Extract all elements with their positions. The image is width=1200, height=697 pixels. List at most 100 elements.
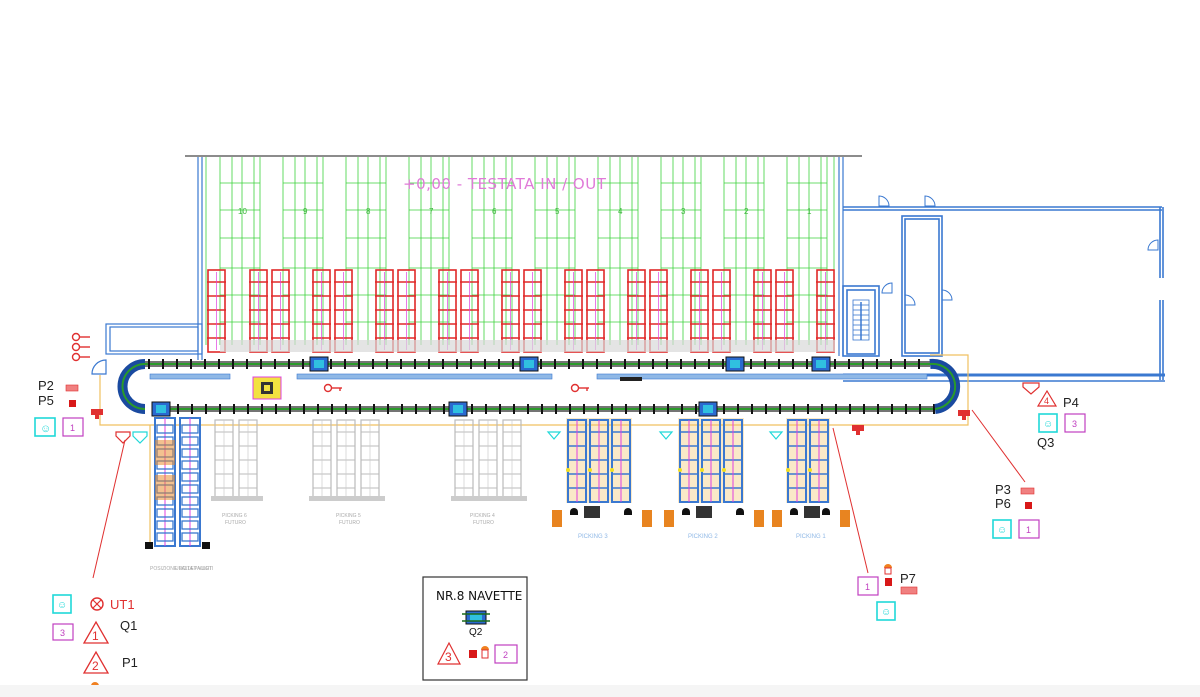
sensor-dot bbox=[588, 468, 592, 472]
future-base bbox=[451, 496, 527, 501]
aisle-number: 7 bbox=[429, 207, 434, 216]
operator-icon: ☺ bbox=[57, 600, 67, 611]
shuttle-vehicles bbox=[151, 356, 831, 417]
green-rack-grid bbox=[205, 157, 835, 345]
picking-5-sub: FUTURO bbox=[339, 520, 360, 526]
quantity-value: 3 bbox=[1072, 419, 1077, 429]
legend-box: NR.8 NAVETTE Q2 3 2 bbox=[422, 576, 528, 681]
triangle-4-num: 4 bbox=[1044, 396, 1049, 406]
operator-icon-box bbox=[876, 601, 896, 621]
red-shuttle-racks bbox=[207, 269, 835, 353]
beacon-icon bbox=[884, 564, 892, 575]
triangle-3-num: 3 bbox=[445, 650, 452, 664]
rack-base-strip bbox=[220, 340, 835, 352]
shuttle-top bbox=[816, 360, 826, 368]
office-building bbox=[842, 206, 1165, 382]
bottom-strip bbox=[0, 685, 1200, 697]
light-icon bbox=[90, 597, 104, 611]
shuttle-top bbox=[730, 360, 740, 368]
sensor-icon bbox=[65, 384, 79, 392]
label-p7: P7 bbox=[900, 571, 916, 586]
sensor-dot bbox=[700, 468, 704, 472]
picking-4-sub: FUTURO bbox=[473, 520, 494, 526]
label-p1: P1 bbox=[122, 655, 138, 670]
pallet bbox=[552, 510, 562, 527]
drawing-title: +0,00 - TESTATA IN / OUT bbox=[403, 175, 607, 193]
emergency-stop-icons bbox=[71, 332, 90, 362]
sensor-dot bbox=[786, 468, 790, 472]
quantity-box bbox=[494, 644, 518, 664]
lane-cell bbox=[181, 484, 199, 494]
future-picking-stations bbox=[211, 419, 527, 501]
label-p6: P6 bbox=[995, 496, 1011, 511]
pallet bbox=[754, 510, 764, 527]
rail-curve-left bbox=[117, 359, 146, 414]
terminal-icon bbox=[804, 506, 820, 518]
operator-icon bbox=[790, 508, 798, 515]
lane-cell bbox=[181, 532, 199, 542]
label-p2: P2 bbox=[38, 378, 54, 393]
sensor-dot bbox=[678, 468, 682, 472]
quantity-value: 3 bbox=[60, 628, 65, 638]
future-base bbox=[309, 496, 385, 501]
picking-6-label: PICKING 6 bbox=[222, 513, 247, 519]
label-p3: P3 bbox=[995, 482, 1011, 497]
aisle-number: 9 bbox=[303, 207, 308, 216]
pallet-note-2: USCITA PALLET bbox=[175, 566, 212, 572]
shuttle-top bbox=[524, 360, 534, 368]
quantity-box bbox=[1064, 413, 1086, 433]
terminal-icon bbox=[584, 506, 600, 518]
label-q3: Q3 bbox=[1037, 435, 1054, 450]
stairs-icon bbox=[852, 299, 870, 341]
lane-cell bbox=[181, 448, 199, 458]
key-icon bbox=[323, 383, 589, 393]
aisle-number: 1 bbox=[807, 207, 812, 216]
callout-lines bbox=[92, 409, 1026, 579]
operator-station-icons bbox=[91, 409, 970, 435]
shuttle-top bbox=[703, 405, 713, 413]
rail-curve-right bbox=[929, 362, 957, 410]
picking-4-label: PICKING 4 bbox=[470, 513, 495, 519]
sensor-dot bbox=[610, 468, 614, 472]
warning-triangle-2 bbox=[82, 650, 110, 674]
terminal-icon bbox=[696, 506, 712, 518]
lane-cell bbox=[181, 460, 199, 470]
quantity-value: 1 bbox=[865, 582, 870, 592]
picking-2-label: PICKING 2 bbox=[688, 534, 718, 540]
aisle-number: 4 bbox=[618, 207, 623, 216]
aisle-number: 6 bbox=[492, 207, 497, 216]
lane-cell bbox=[156, 520, 174, 530]
triangle-2-num: 2 bbox=[92, 659, 99, 673]
aisle-number: 10 bbox=[238, 207, 247, 216]
pallet bbox=[772, 510, 782, 527]
left-room bbox=[91, 323, 203, 375]
lane-cell bbox=[181, 424, 199, 434]
lane-cell bbox=[156, 424, 174, 434]
operator-icon-box bbox=[34, 417, 56, 437]
operator-icon: ☺ bbox=[40, 423, 51, 435]
lane-cell bbox=[181, 508, 199, 518]
lane-cell bbox=[181, 520, 199, 530]
rail-curve-right bbox=[929, 358, 961, 414]
storage-building bbox=[197, 157, 844, 360]
loading-station bbox=[252, 376, 282, 400]
stop-button-icon bbox=[885, 578, 892, 586]
stop-button-icon bbox=[1025, 502, 1032, 509]
triangle-1-num: 1 bbox=[92, 629, 99, 643]
pallet bbox=[642, 510, 652, 527]
beacon-icon bbox=[481, 646, 489, 659]
lane-cell bbox=[181, 472, 199, 482]
label-ut1: UT1 bbox=[110, 597, 135, 612]
pallet bbox=[155, 440, 175, 465]
lane-cell bbox=[181, 496, 199, 506]
quantity-value: 2 bbox=[503, 650, 508, 660]
shuttle-top bbox=[156, 405, 166, 413]
aisle-number: 3 bbox=[681, 207, 686, 216]
quantity-value: 1 bbox=[70, 423, 75, 433]
picking-6-sub: FUTURO bbox=[225, 520, 246, 526]
sensor-dot bbox=[808, 468, 812, 472]
sensor-dot bbox=[566, 468, 570, 472]
operator-icon: ☺ bbox=[881, 607, 891, 618]
